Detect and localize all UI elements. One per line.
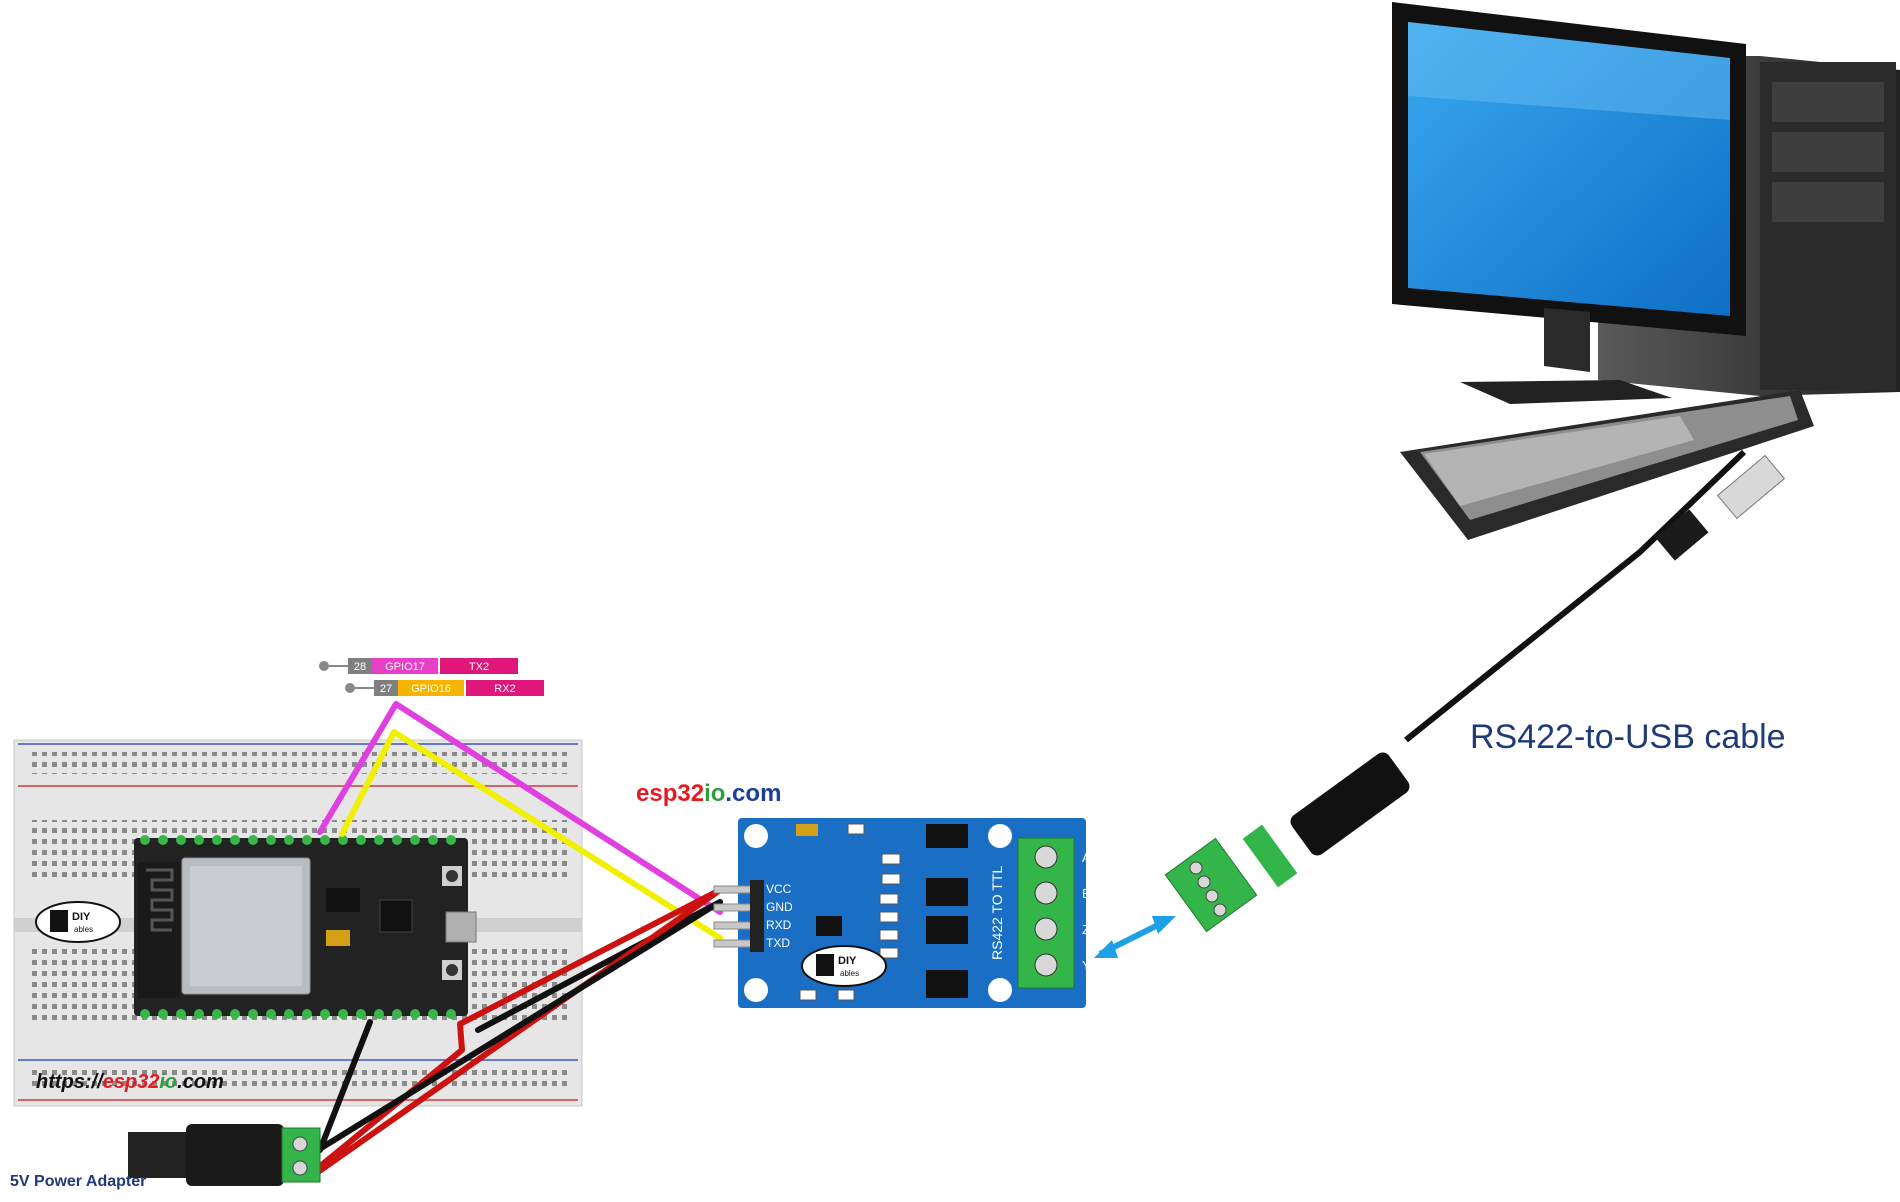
- function-label: TX2: [469, 661, 489, 673]
- rs422-module-icon: VCC GND RXD TXD DIY ables RS422 TO TTL: [713, 818, 1091, 1008]
- svg-text:DIY: DIY: [838, 955, 857, 967]
- svg-text:DIY: DIY: [72, 911, 91, 923]
- dc-jack-icon: [128, 1124, 321, 1186]
- pin-label-gpio16: 27 GPIO16 RX2: [345, 680, 544, 696]
- pin-number: 28: [354, 661, 366, 673]
- wire-red-jack2: [315, 887, 723, 1175]
- pin-vcc: VCC: [766, 882, 792, 896]
- terminal-b: B: [1082, 886, 1091, 901]
- wire-red-jack: [315, 1021, 465, 1171]
- brand-label: esp32io.com: [636, 780, 781, 807]
- power-adapter-label: 5V Power Adapter: [10, 1173, 146, 1190]
- function-label: RX2: [494, 683, 515, 695]
- pin-number: 27: [380, 683, 392, 695]
- board-text: RS422 TO TTL: [989, 866, 1005, 960]
- breadboard-url: https://esp32io.com: [36, 1071, 224, 1093]
- pin-gnd: GND: [766, 900, 793, 914]
- usb-cable-icon: [1164, 449, 1786, 933]
- wires: [315, 701, 723, 1175]
- wire-magenta: [317, 701, 723, 915]
- wire-red-module: [457, 887, 723, 1027]
- terminal-a: A: [1082, 850, 1091, 865]
- wire-black-jack2: [315, 899, 723, 1153]
- gpio-label: GPIO17: [385, 661, 425, 673]
- bidirectional-arrow-icon: [1094, 916, 1176, 958]
- wire-black-jack: [317, 1019, 373, 1153]
- wire-yellow: [339, 729, 723, 941]
- terminal-y: Y: [1082, 958, 1091, 973]
- wire-black-module: [475, 899, 723, 1033]
- pin-rxd: RXD: [766, 918, 792, 932]
- cable-label: RS422-to-USB cable: [1470, 718, 1786, 756]
- diyables-logo-icon: DIY ables: [35, 901, 121, 943]
- pin-txd: TXD: [766, 936, 790, 950]
- pin-label-gpio17: 28 GPIO17 TX2: [319, 658, 518, 674]
- gpio-label: GPIO16: [411, 683, 451, 695]
- terminal-z: Z: [1082, 922, 1090, 937]
- svg-text:ables: ables: [74, 925, 93, 934]
- computer-icon: [1392, 2, 1900, 540]
- esp32-board-icon: [134, 835, 477, 1019]
- svg-text:ables: ables: [840, 969, 859, 978]
